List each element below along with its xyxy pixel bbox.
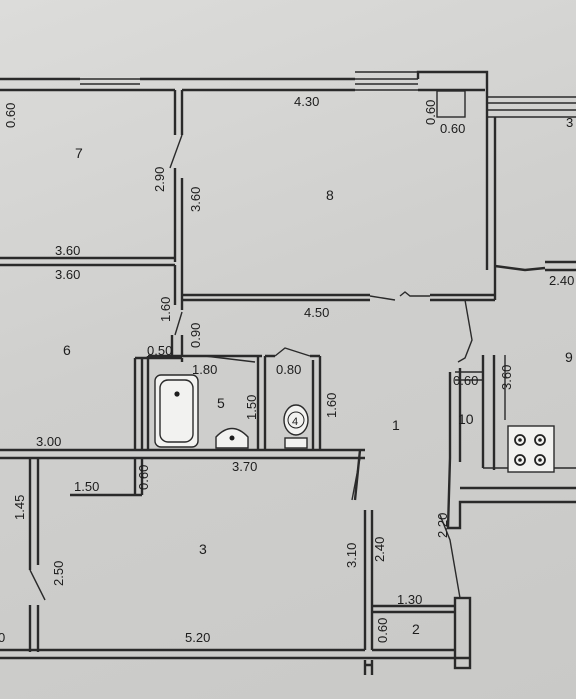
- dim-3-60-room7: 3.60: [55, 243, 80, 258]
- room-labels: 1 2 3 4 5 6 7 8 9 10: [63, 145, 573, 637]
- room-9-label: 9: [565, 349, 573, 365]
- wall-top: [0, 70, 489, 97]
- stove-icon: [507, 425, 555, 473]
- dim-1-60-v: 1.60: [158, 297, 173, 322]
- entrance-door: [439, 514, 461, 599]
- dim-1-60-v2: 1.60: [324, 393, 339, 418]
- dim-3-70: 3.70: [232, 459, 257, 474]
- toilet-walls: [265, 354, 322, 450]
- room-10-label: 10: [458, 411, 474, 427]
- dim-0-50: 0.50: [147, 343, 172, 358]
- balcony-rails: [487, 96, 576, 118]
- dim-2-20: 2.20: [435, 513, 450, 538]
- dim-0-left: 0: [0, 630, 5, 645]
- dim-1-30: 1.30: [397, 592, 422, 607]
- dim-1-80: 1.80: [192, 362, 217, 377]
- room-2-label: 2: [412, 621, 420, 637]
- dim-0-60-kitchen: 0.60: [453, 373, 478, 388]
- door-room8: [369, 291, 430, 301]
- dim-3-right: 3: [566, 115, 573, 130]
- dim-0-60-v2: 0.60: [375, 618, 390, 643]
- dim-0-60-a: 0.60: [423, 100, 438, 125]
- dim-0-80: 0.80: [276, 362, 301, 377]
- room-4-label: 4: [292, 416, 298, 428]
- door-room6: [174, 311, 183, 336]
- door-room3-left: [29, 569, 46, 601]
- kitchen-walls: [446, 368, 576, 530]
- room-3-label: 3: [199, 541, 207, 557]
- dim-0-60-room7: 0.60: [3, 103, 18, 128]
- dim-1-45: 1.45: [12, 495, 27, 520]
- dim-2-90: 2.90: [152, 167, 167, 192]
- dim-1-50-v: 1.50: [244, 395, 259, 420]
- toilet-icon: [284, 437, 308, 449]
- room-7-label: 7: [75, 145, 83, 161]
- dimension-labels: 0.60 4.30 0.60 0.60 3 2.90 3.60 3.60 3.6…: [0, 94, 574, 645]
- dim-2-40-right: 2.40: [549, 273, 574, 288]
- dim-3-00: 3.00: [36, 434, 61, 449]
- dim-3-10: 3.10: [344, 543, 359, 568]
- dim-0-60-v3: 0.60: [136, 465, 151, 490]
- dim-0-90: 0.90: [188, 323, 203, 348]
- door-kitchen: [457, 299, 473, 363]
- dim-5-20: 5.20: [185, 630, 210, 645]
- dim-3-60-kitchen: 3.60: [499, 365, 514, 390]
- door-room7: [169, 134, 183, 169]
- dim-1-50-h: 1.50: [74, 479, 99, 494]
- fixtures: [154, 374, 555, 473]
- room-1-label: 1: [392, 417, 400, 433]
- bathtub-drain: [174, 391, 180, 397]
- toilet-number-circle: [287, 411, 305, 429]
- window-top-right: [355, 71, 418, 91]
- window-top-left: [80, 78, 140, 91]
- column: [436, 90, 466, 118]
- room-6-label: 6: [63, 342, 71, 358]
- dim-3-60-room8: 3.60: [188, 187, 203, 212]
- room-5-label: 5: [217, 395, 225, 411]
- dim-2-40-v: 2.40: [372, 537, 387, 562]
- dim-0-60-b: 0.60: [440, 121, 465, 136]
- dim-3-60-room6: 3.60: [55, 267, 80, 282]
- room-8-label: 8: [326, 187, 334, 203]
- walls: [0, 70, 576, 675]
- dim-2-50: 2.50: [51, 561, 66, 586]
- dim-4-30: 4.30: [294, 94, 319, 109]
- dim-4-50: 4.50: [304, 305, 329, 320]
